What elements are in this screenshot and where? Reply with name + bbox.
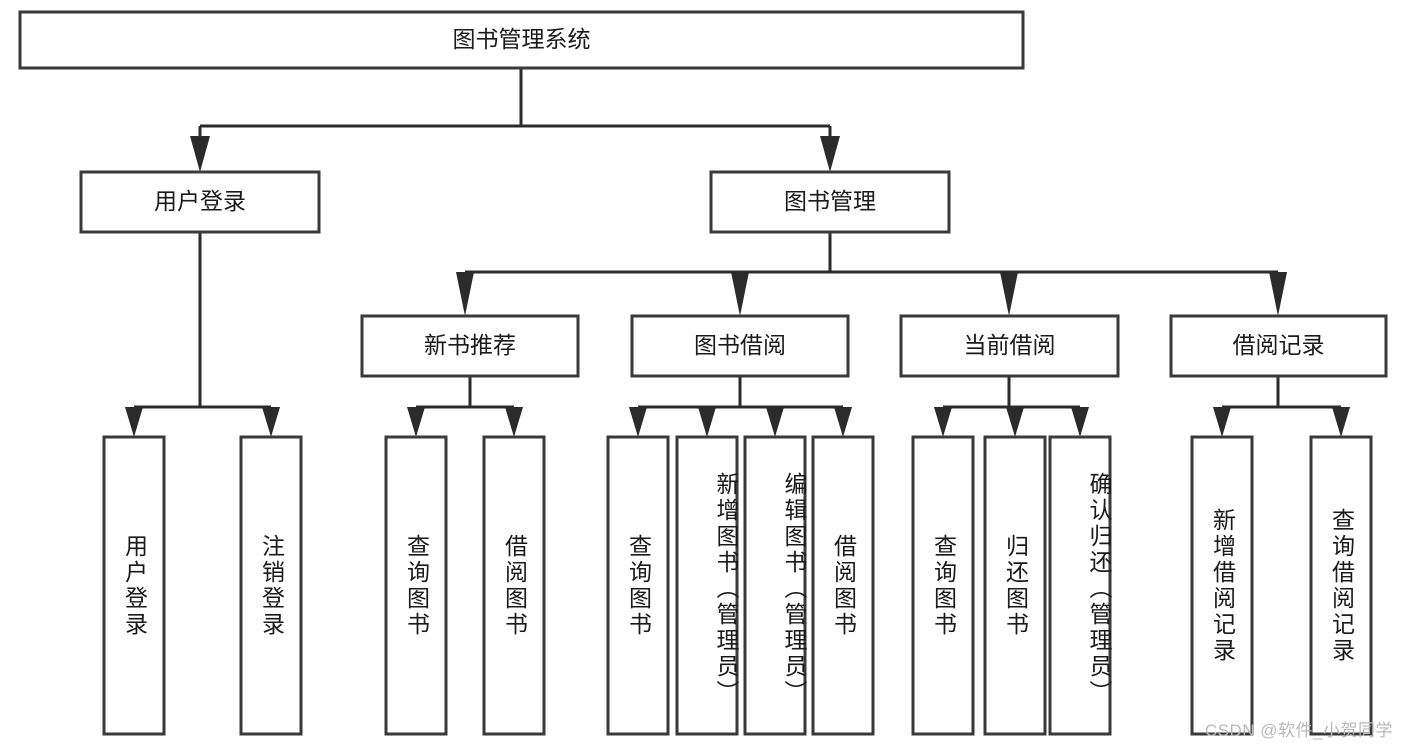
arrow-to-borrow-record bbox=[1269, 272, 1287, 316]
node-box-leaf-borrow-book[interactable] bbox=[811, 435, 875, 736]
node-label-user-login: 用户登录 bbox=[154, 188, 246, 214]
arrow-to-leaf-edit-book-admin bbox=[766, 407, 784, 437]
arrow-to-leaf-query-book-rec bbox=[407, 407, 425, 437]
node-label-current-borrow: 当前借阅 bbox=[964, 332, 1056, 358]
node-box-current-borrow[interactable] bbox=[899, 314, 1120, 378]
node-box-leaf-user-login[interactable] bbox=[102, 435, 166, 736]
node-box-leaf-return-book[interactable] bbox=[983, 435, 1047, 736]
arrow-to-leaf-user-login bbox=[125, 407, 143, 437]
node-box-leaf-query-book-borrow[interactable] bbox=[606, 435, 670, 736]
node-box-leaf-query-borrow-record[interactable] bbox=[1309, 435, 1373, 736]
csdn-watermark: CSDN @软件_小贺同学 bbox=[1204, 721, 1393, 740]
node-box-book-borrow[interactable] bbox=[630, 314, 850, 378]
node-label-new-book-recommend: 新书推荐 bbox=[424, 332, 516, 358]
arrow-to-leaf-add-borrow-record bbox=[1213, 407, 1231, 437]
arrow-to-leaf-query-book-borrow bbox=[629, 407, 647, 437]
node-box-root[interactable] bbox=[18, 10, 1025, 70]
node-box-borrow-record[interactable] bbox=[1169, 314, 1388, 378]
arrow-to-leaf-query-borrow-record bbox=[1332, 407, 1350, 437]
node-box-leaf-query-book-current[interactable] bbox=[911, 435, 975, 736]
node-box-book-manage[interactable] bbox=[709, 170, 951, 234]
arrow-to-current-borrow bbox=[1000, 272, 1018, 316]
node-label-book-borrow: 图书借阅 bbox=[694, 332, 786, 358]
node-label-root: 图书管理系统 bbox=[453, 26, 591, 52]
nodes-group: 图书管理系统 用户登录 图书管理 新书推荐 图书借阅 当前借阅 借阅记录 bbox=[18, 10, 1388, 736]
node-label-borrow-record: 借阅记录 bbox=[1233, 332, 1325, 358]
node-box-leaf-add-borrow-record[interactable] bbox=[1190, 435, 1254, 736]
arrow-to-leaf-add-book-admin bbox=[698, 407, 716, 437]
node-box-user-login[interactable] bbox=[79, 170, 321, 234]
connectors-group bbox=[125, 68, 1350, 437]
arrow-to-leaf-borrow-book bbox=[834, 407, 852, 437]
node-box-leaf-add-book-admin[interactable] bbox=[675, 435, 739, 736]
arrow-to-book-borrow bbox=[731, 272, 749, 316]
node-box-leaf-query-book-rec[interactable] bbox=[384, 435, 448, 736]
arrow-to-leaf-logout bbox=[262, 407, 280, 437]
arrow-to-user-login bbox=[190, 136, 210, 172]
arrow-to-book-manage bbox=[820, 136, 840, 172]
node-label-book-manage: 图书管理 bbox=[784, 188, 876, 214]
node-box-leaf-borrow-book-rec[interactable] bbox=[482, 435, 546, 736]
arrow-to-leaf-borrow-book-rec bbox=[505, 407, 523, 437]
arrow-to-leaf-return-book bbox=[1006, 407, 1024, 437]
node-box-leaf-logout[interactable] bbox=[239, 435, 303, 736]
node-box-new-book-recommend[interactable] bbox=[360, 314, 580, 378]
arrow-to-new-book-recommend bbox=[456, 272, 474, 316]
arrow-to-leaf-query-book-current bbox=[934, 407, 952, 437]
node-box-leaf-confirm-return-admin[interactable] bbox=[1048, 435, 1112, 736]
arrow-to-leaf-confirm-return-admin bbox=[1071, 407, 1089, 437]
node-box-leaf-edit-book-admin[interactable] bbox=[743, 435, 807, 736]
